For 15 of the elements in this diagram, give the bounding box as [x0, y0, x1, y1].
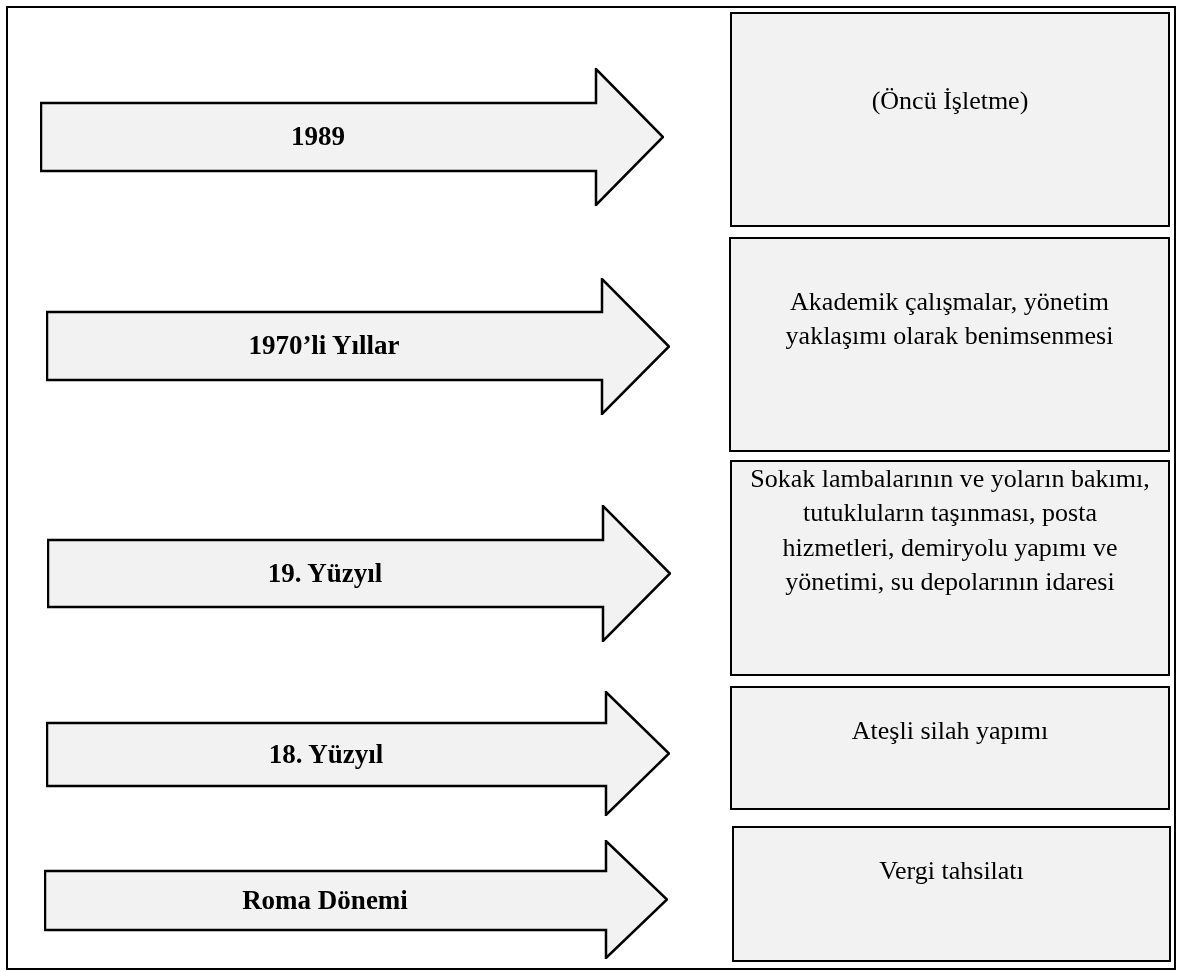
description-text: Akademik çalışmalar, yönetim yaklaşımı olarak benimsenmesi [784, 286, 1115, 353]
period-label: Roma Dönemi [242, 883, 408, 917]
description-box [730, 12, 1170, 227]
period-label: 18. Yüzyıl [268, 737, 384, 771]
period-label: 1970’li Yıllar [248, 329, 400, 363]
period-label: 19. Yüzyıl [267, 556, 383, 590]
description-box [730, 686, 1170, 810]
description-text: (Öncü İşletme) [871, 85, 1029, 117]
description-box [729, 237, 1170, 452]
period-label: 1989 [291, 120, 345, 154]
description-box [732, 826, 1171, 962]
description-text: Vergi tahsilatı [879, 855, 1024, 887]
description-box [730, 460, 1170, 676]
description-text: Sokak lambalarının ve yoların bakımı, tutukluların taşınması, posta hizmetleri, demiryolu yapımı ve yönetimi, su depolarının idaresi [749, 463, 1151, 598]
description-text: Ateşli silah yapımı [851, 715, 1049, 747]
